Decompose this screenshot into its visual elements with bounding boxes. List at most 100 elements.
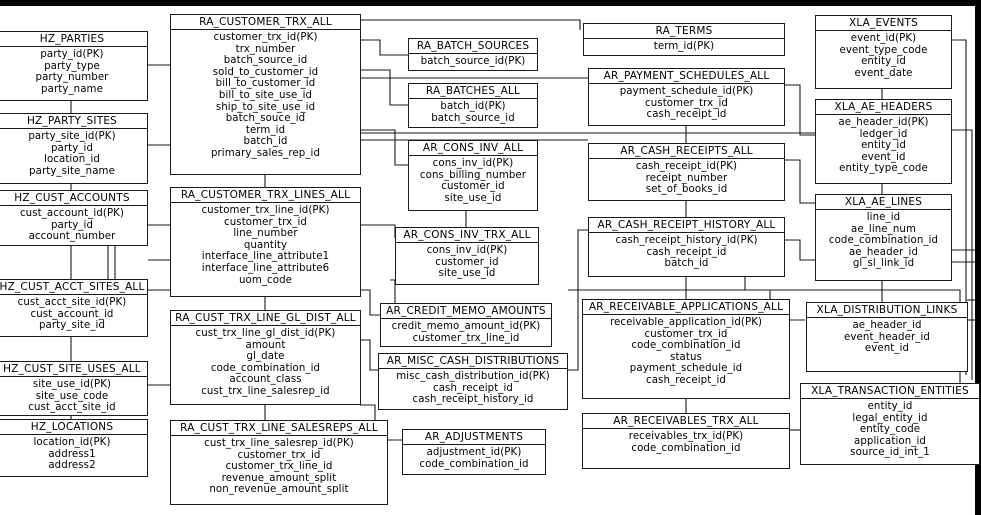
entity-attribute: misc_cash_distribution_id(PK) (396, 371, 550, 382)
entity-attribute: source_id_int_1 (850, 447, 930, 459)
entity-title: AR_MISC_CASH_DISTRIBUTIONS (379, 354, 567, 369)
entity-attribute: set_of_books_id (645, 184, 728, 196)
entity-attribute: term_id(PK) (653, 41, 715, 52)
entity-title: XLA_EVENTS (816, 16, 951, 31)
entity-attribute: receivables_trx_id(PK) (628, 431, 744, 442)
rel-history-aelines (785, 239, 815, 261)
entity-attribute: site_use_code (35, 390, 109, 402)
entity-title: AR_PAYMENT_SCHEDULES_ALL (589, 69, 784, 84)
entity-attribute: sold_to_customer_id (212, 66, 319, 78)
rel-trx-batchsources (360, 39, 408, 56)
rel-lines-creditmemo (360, 289, 380, 316)
entity-attribute: customer_id (441, 181, 505, 193)
entity-attribute: cash_receipt_id (646, 109, 727, 121)
entity-attribute: customer_trx_id (237, 449, 321, 461)
entity-attribute: cash_receipt_history_id(PK) (615, 235, 758, 246)
entity-attribute: party_site_id (38, 320, 106, 332)
entity-title: XLA_DISTRIBUTION_LINKS (807, 303, 967, 318)
entity-attribute: customer_trx_id (644, 328, 728, 340)
entity-attribute: line_id (866, 212, 901, 223)
entity-attributes: adjustment_id(PK)code_combination_id (403, 445, 545, 470)
entity-attribute: customer_trx_id (224, 216, 307, 228)
entity-title: AR_RECEIVABLES_TRX_ALL (583, 414, 789, 429)
rel-headers-xte (952, 129, 973, 380)
entity-attribute: event_id(PK) (850, 33, 917, 44)
entity-attributes: batch_source_id(PK) (409, 54, 537, 68)
entity-attributes: misc_cash_distribution_id(PK)cash_receip… (379, 369, 567, 406)
entity-attribute: code_combination_id (419, 458, 529, 470)
entity-title: HZ_CUST_ACCT_SITES_ALL (0, 280, 147, 295)
entity-title: AR_CASH_RECEIPTS_ALL (589, 144, 784, 159)
rel-trx-consinv (360, 129, 408, 166)
entity-title: RA_CUSTOMER_TRX_ALL (171, 15, 360, 30)
entity-attribute: cust_trx_line_salesrep_id(PK) (204, 438, 354, 449)
entity-attribute: amount (245, 339, 286, 351)
entity-attributes: receivables_trx_id(PK)code_combination_i… (583, 429, 789, 454)
entity-attribute: cust_account_id (30, 308, 114, 320)
entity-attribute: customer_trx_id (645, 97, 728, 109)
entity-attribute: cash_receipt_id(PK) (635, 161, 738, 172)
rel-paysched-receipts (785, 84, 815, 136)
entity-attribute: cons_inv_id(PK) (426, 245, 508, 256)
entity-attribute: cust_acct_site_id(PK) (17, 297, 127, 308)
entity-attributes: cash_receipt_history_id(PK)cash_receipt_… (589, 233, 784, 270)
entity-attribute: event_type_code (839, 44, 928, 56)
entity-attribute: event_date (854, 67, 913, 79)
entity-attribute: cash_receipt_id (646, 246, 727, 258)
entity-attribute: revenue_amount_split (221, 472, 337, 484)
entity-title: AR_RECEIVABLE_APPLICATIONS_ALL (583, 300, 789, 315)
entity-title: RA_CUST_TRX_LINE_SALESREPS_ALL (171, 421, 387, 436)
entity-attribute: batch_id (664, 258, 709, 270)
entity-hz-cust-acct-sites-all: HZ_CUST_ACCT_SITES_ALL cust_acct_site_id(… (0, 279, 148, 337)
entity-attribute: party_number (35, 72, 109, 84)
entity-title: RA_BATCHES_ALL (409, 84, 537, 99)
entity-attribute: batch_souce_id (225, 113, 306, 125)
entity-attribute: cust_trx_line_gl_dist_id(PK) (195, 328, 336, 339)
entity-attribute: customer_id (435, 256, 499, 268)
entity-attribute: payment_schedule_id (629, 363, 743, 375)
entity-attribute: application_id (854, 435, 926, 447)
entity-title: AR_ADJUSTMENTS (403, 430, 545, 445)
entity-attribute: adjustment_id(PK) (426, 447, 522, 458)
right-border (975, 0, 981, 515)
entity-attribute: entity_code (859, 424, 921, 436)
entity-ra-customer-trx-all: RA_CUSTOMER_TRX_ALL customer_trx_id(PK)tr… (170, 14, 361, 175)
entity-title: AR_CREDIT_MEMO_AMOUNTS (381, 304, 551, 319)
entity-attribute: customer_trx_id(PK) (213, 32, 318, 43)
entity-title: XLA_AE_LINES (816, 195, 951, 210)
entity-attribute: interface_line_attribute1 (201, 251, 330, 263)
entity-attribute: credit_memo_amount_id(PK) (391, 321, 541, 332)
entity-attribute: gl_date (246, 351, 285, 363)
entity-title: HZ_CUST_ACCOUNTS (0, 191, 147, 206)
entity-attribute: cust_account_id(PK) (19, 208, 125, 219)
entity-attribute: trx_number (235, 43, 296, 55)
entity-attribute: party_id (50, 142, 94, 154)
entity-attribute: party_site_id(PK) (28, 131, 116, 142)
entity-attribute: uom_code (238, 274, 293, 286)
entity-attribute: event_header_id (844, 331, 930, 343)
entity-attribute: batch_id(PK) (440, 101, 506, 112)
entity-attribute: ae_line_num (850, 223, 917, 235)
entity-title: XLA_TRANSACTION_ENTITIES (801, 384, 979, 399)
entity-attributes: receivable_application_id(PK)customer_tr… (583, 315, 789, 387)
